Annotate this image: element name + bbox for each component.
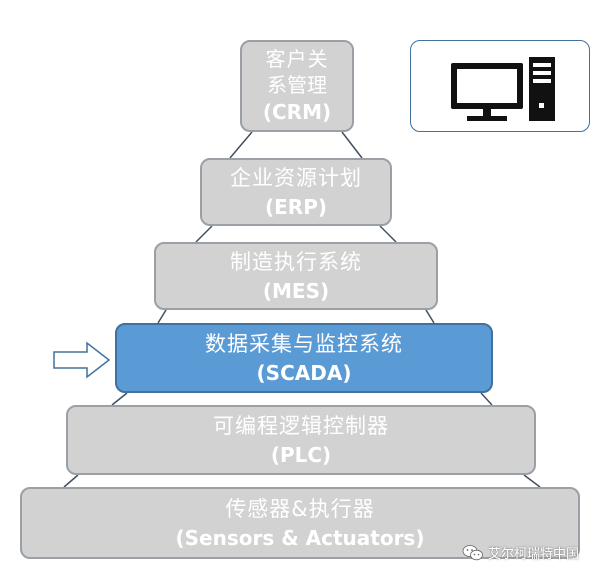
connector-scada-plc-left — [111, 392, 128, 406]
desktop-computer-icon — [451, 57, 555, 121]
tier-plc-abbr: (PLC) — [270, 443, 332, 467]
watermark: 艾尔柯瑞特中国 — [462, 543, 579, 562]
right-arrow-icon — [53, 341, 111, 379]
tier-sensors-abbr: (Sensors & Actuators) — [175, 526, 425, 550]
connector-scada-plc-right — [480, 392, 493, 406]
tier-scada-label: 数据采集与监控系统 — [205, 332, 403, 356]
tier-crm: 客户关 系管理 (CRM) — [240, 40, 354, 132]
tier-scada-highlighted: 数据采集与监控系统 (SCADA) — [115, 323, 493, 393]
connector-plc-sensors-right — [523, 474, 541, 488]
connector-crm-erp-left — [229, 131, 253, 159]
tier-erp: 企业资源计划 (ERP) — [200, 158, 392, 226]
tier-erp-abbr: (ERP) — [264, 195, 327, 219]
computer-icon-box — [410, 40, 590, 132]
tier-mes-label: 制造执行系统 — [230, 250, 362, 274]
tier-erp-label: 企业资源计划 — [230, 166, 362, 190]
connector-mes-scada-right — [425, 309, 435, 324]
tier-crm-label-line1: 客户关 — [265, 47, 329, 71]
tier-plc-label: 可编程逻辑控制器 — [213, 414, 389, 438]
wechat-icon — [462, 544, 483, 560]
tier-plc: 可编程逻辑控制器 (PLC) — [66, 405, 536, 475]
watermark-text: 艾尔柯瑞特中国 — [488, 547, 580, 562]
connector-erp-mes-right — [379, 225, 397, 243]
tier-crm-label-line2: 系管理 — [267, 73, 327, 97]
tier-sensors-label: 传感器&执行器 — [225, 497, 375, 521]
tier-mes-abbr: (MES) — [262, 279, 330, 303]
tier-scada-abbr: (SCADA) — [256, 361, 352, 385]
connector-plc-sensors-left — [63, 474, 79, 488]
tier-mes: 制造执行系统 (MES) — [154, 242, 438, 310]
tier-sensors-actuators: 传感器&执行器 (Sensors & Actuators) — [20, 487, 580, 559]
connector-mes-scada-left — [157, 309, 167, 324]
tier-crm-abbr: (CRM) — [262, 100, 332, 124]
connector-erp-mes-left — [195, 225, 213, 243]
connector-crm-erp-right — [341, 131, 363, 159]
